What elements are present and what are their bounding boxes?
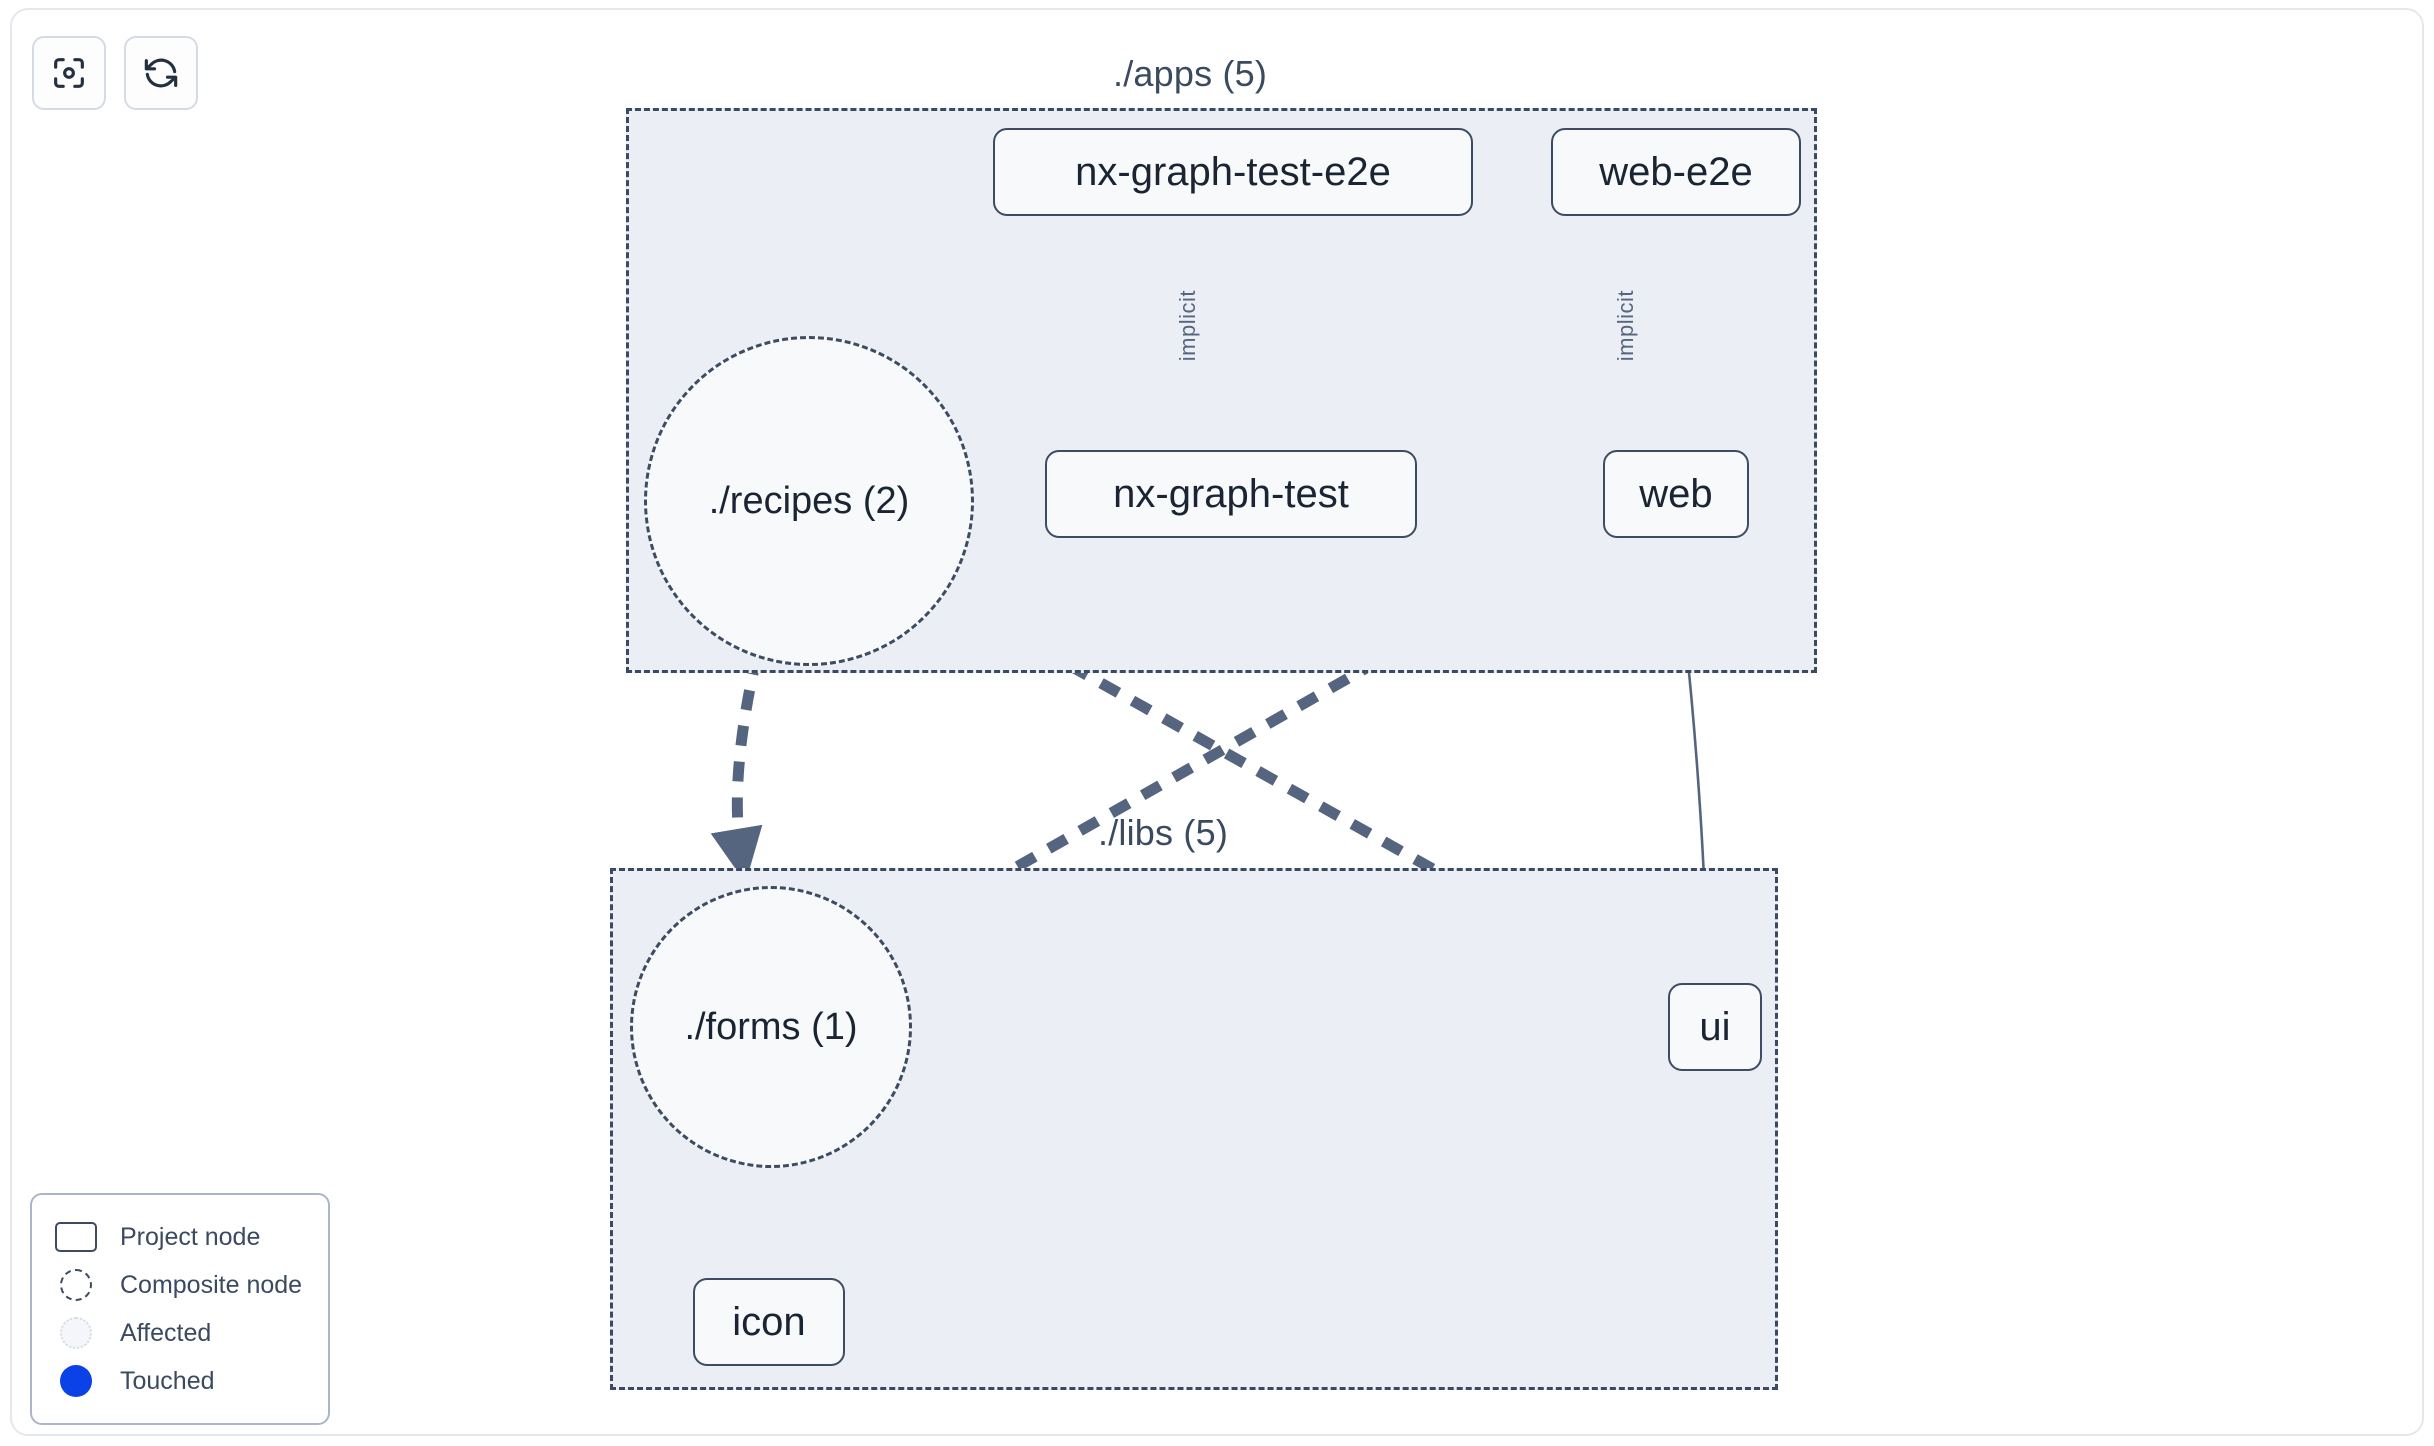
project-node-web[interactable]: web	[1603, 450, 1749, 538]
legend-label-composite-node: Composite node	[120, 1270, 303, 1299]
legend-item-touched: Touched	[54, 1357, 306, 1405]
edge-label-implicit-1: implicit	[1175, 290, 1200, 362]
legend-item-project-node: Project node	[54, 1213, 306, 1261]
legend-item-affected: Affected	[54, 1309, 306, 1357]
composite-node-swatch	[54, 1268, 98, 1302]
project-node-ui[interactable]: ui	[1668, 983, 1762, 1071]
edge-recipes-to-forms	[710, 653, 763, 884]
edge-label-implicit-2: implicit	[1613, 290, 1638, 362]
legend-item-composite-node: Composite node	[54, 1261, 306, 1309]
edge-recipes-to-ui	[941, 590, 1664, 999]
refresh-icon	[141, 53, 181, 93]
project-node-web-e2e[interactable]: web-e2e	[1551, 128, 1801, 216]
legend-label-touched: Touched	[120, 1366, 215, 1395]
focus-graph-button[interactable]	[32, 36, 106, 110]
group-label-libs: ./libs (5)	[1098, 812, 1229, 853]
graph-toolbar	[32, 36, 198, 110]
composite-node-forms[interactable]: ./forms (1)	[630, 886, 912, 1168]
project-node-icon[interactable]: icon	[693, 1278, 845, 1366]
affected-swatch	[54, 1316, 98, 1350]
focus-icon	[49, 53, 89, 93]
project-node-nx-graph-test[interactable]: nx-graph-test	[1045, 450, 1417, 538]
project-node-swatch	[54, 1220, 98, 1254]
graph-legend: Project node Composite node Affected Tou…	[30, 1193, 330, 1425]
project-node-nx-graph-test-e2e[interactable]: nx-graph-test-e2e	[993, 128, 1473, 216]
touched-swatch	[54, 1364, 98, 1398]
refresh-graph-button[interactable]	[124, 36, 198, 110]
legend-label-affected: Affected	[120, 1318, 212, 1347]
composite-node-recipes[interactable]: ./recipes (2)	[644, 336, 974, 666]
legend-label-project-node: Project node	[120, 1222, 261, 1251]
group-label-apps: ./apps (5)	[1113, 53, 1268, 94]
edge-web-to-forms	[887, 531, 1601, 941]
